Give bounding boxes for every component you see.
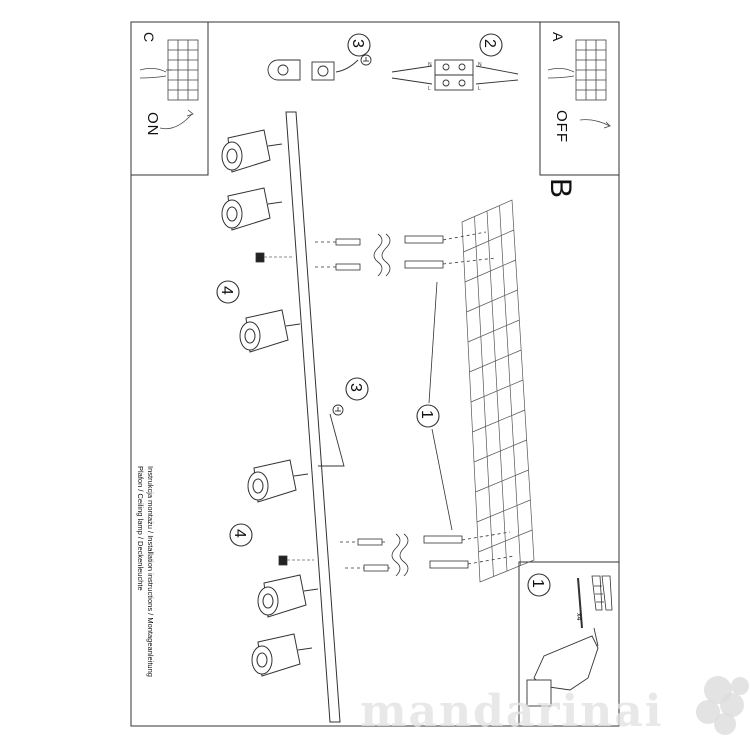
step-3-badge (347, 33, 371, 57)
spotlight-icon (221, 187, 283, 231)
callout-line (428, 281, 438, 404)
panel-a-letter: A (550, 32, 566, 42)
spotlight-icon (247, 459, 309, 503)
state-on-label: ON (144, 112, 161, 137)
part-4-badge (229, 523, 253, 547)
breaker-off-icon (547, 39, 611, 129)
drill-icon (526, 627, 599, 707)
section-letter: B (544, 178, 577, 199)
spotlight-icon (251, 633, 313, 677)
part-4-number-upper: 4 (218, 286, 235, 295)
flower-logo-icon (696, 676, 749, 735)
step-2-badge (479, 33, 503, 57)
callout-line (431, 428, 453, 531)
ceiling-surface (461, 199, 535, 583)
kit-quantity: x4 (575, 613, 582, 621)
kit-panel-frame (518, 561, 620, 727)
lamp-bar (285, 111, 341, 723)
part-1-badge (416, 404, 440, 428)
step-3-number: 3 (349, 39, 366, 48)
step-2-number: 2 (481, 39, 498, 48)
part-1-number: 1 (418, 410, 435, 419)
mounting-bracket-upper (315, 231, 497, 277)
terminal-mark: N (428, 62, 432, 68)
spotlight-icon (239, 309, 301, 353)
spotlight-icon (257, 574, 319, 618)
earth-terminal-icon (267, 54, 372, 81)
part-3-badge (345, 377, 369, 401)
panel-c-frame (130, 21, 209, 176)
screw-icon (255, 252, 265, 263)
spotlight-icon (221, 129, 283, 173)
screw-icon (278, 555, 288, 566)
terminal-mark: L (428, 86, 431, 92)
mounting-bracket-lower (340, 531, 515, 577)
part-4-badge (216, 280, 240, 304)
kit-1-number: 1 (529, 579, 546, 588)
earth-bracket-icon (318, 404, 345, 467)
watermark: mandarinai (360, 686, 664, 737)
spotlight-group (221, 129, 319, 677)
caption-title: Instrukcja montażu / Installation instru… (146, 466, 155, 677)
state-off-label: OFF (553, 110, 570, 143)
terminal-mark: N (478, 62, 482, 68)
panel-c-letter: C (141, 32, 157, 43)
wall-plugs-icon (577, 575, 613, 629)
caption-subtitle: Plafon / Ceiling lamp / Deckenleuchte (136, 466, 145, 591)
kit-1-badge (527, 573, 551, 597)
wire-connector-icon (391, 59, 519, 91)
sheet-frame (130, 21, 620, 727)
panel-a-frame (539, 21, 620, 176)
terminal-mark: L (478, 86, 481, 92)
part-4-number-lower: 4 (231, 529, 248, 538)
breaker-on-icon (139, 39, 199, 130)
part-3-number: 3 (347, 383, 364, 392)
